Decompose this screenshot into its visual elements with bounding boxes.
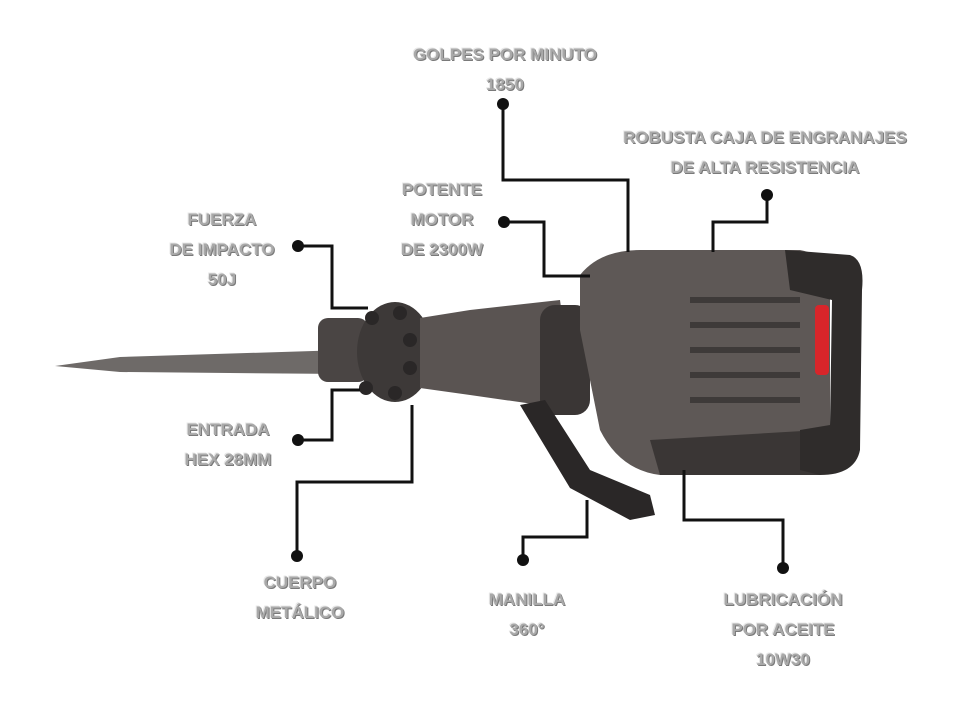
label-line: ENTRADA: [186, 420, 270, 439]
label-line: DE IMPACTO: [169, 240, 275, 259]
label-fuerza-impacto: FUERZA DE IMPACTO 50J: [169, 205, 274, 295]
label-line: DE ALTA RESISTENCIA: [670, 158, 860, 177]
label-potente-motor: POTENTE MOTOR DE 2300W: [401, 175, 483, 265]
label-entrada-hex: ENTRADA HEX 28MM: [185, 415, 272, 475]
label-line: CUERPO: [263, 573, 337, 592]
label-line: METÁLICO: [255, 603, 345, 622]
label-lubricacion: LUBRICACIÓN POR ACEITE 10W30: [724, 585, 843, 675]
label-line: ROBUSTA CAJA DE ENGRANAJES: [623, 128, 907, 147]
chisel: [55, 350, 345, 374]
label-line: DE 2300W: [400, 240, 484, 259]
label-manilla: MANILLA 360°: [489, 585, 565, 645]
label-caja-engranajes: ROBUSTA CAJA DE ENGRANAJES DE ALTA RESIS…: [623, 123, 907, 183]
label-line: POTENTE: [401, 180, 483, 199]
label-line: 50J: [207, 270, 237, 289]
label-line: MANILLA: [488, 590, 566, 609]
metal-body: [420, 300, 575, 410]
trigger: [815, 305, 829, 375]
motor-housing: [580, 250, 830, 475]
label-line: GOLPES POR MINUTO: [413, 45, 597, 64]
flange: [357, 302, 433, 402]
label-cuerpo-metalico: CUERPO METÁLICO: [256, 568, 345, 628]
label-line: 360°: [509, 620, 545, 639]
connector-lines: [295, 104, 785, 568]
hex-collar: [318, 318, 368, 382]
side-handle: [520, 400, 655, 520]
label-line: 1850: [486, 75, 524, 94]
label-line: FUERZA: [187, 210, 257, 229]
label-line: MOTOR: [410, 210, 474, 229]
label-line: LUBRICACIÓN: [723, 590, 843, 609]
label-line: 10W30: [756, 650, 810, 669]
label-golpes-por-minuto: GOLPES POR MINUTO 1850: [413, 40, 597, 100]
rear-handle: [785, 250, 863, 475]
connector-dots: [291, 98, 789, 574]
label-line: POR ACEITE: [731, 620, 835, 639]
label-line: HEX 28MM: [184, 450, 272, 469]
